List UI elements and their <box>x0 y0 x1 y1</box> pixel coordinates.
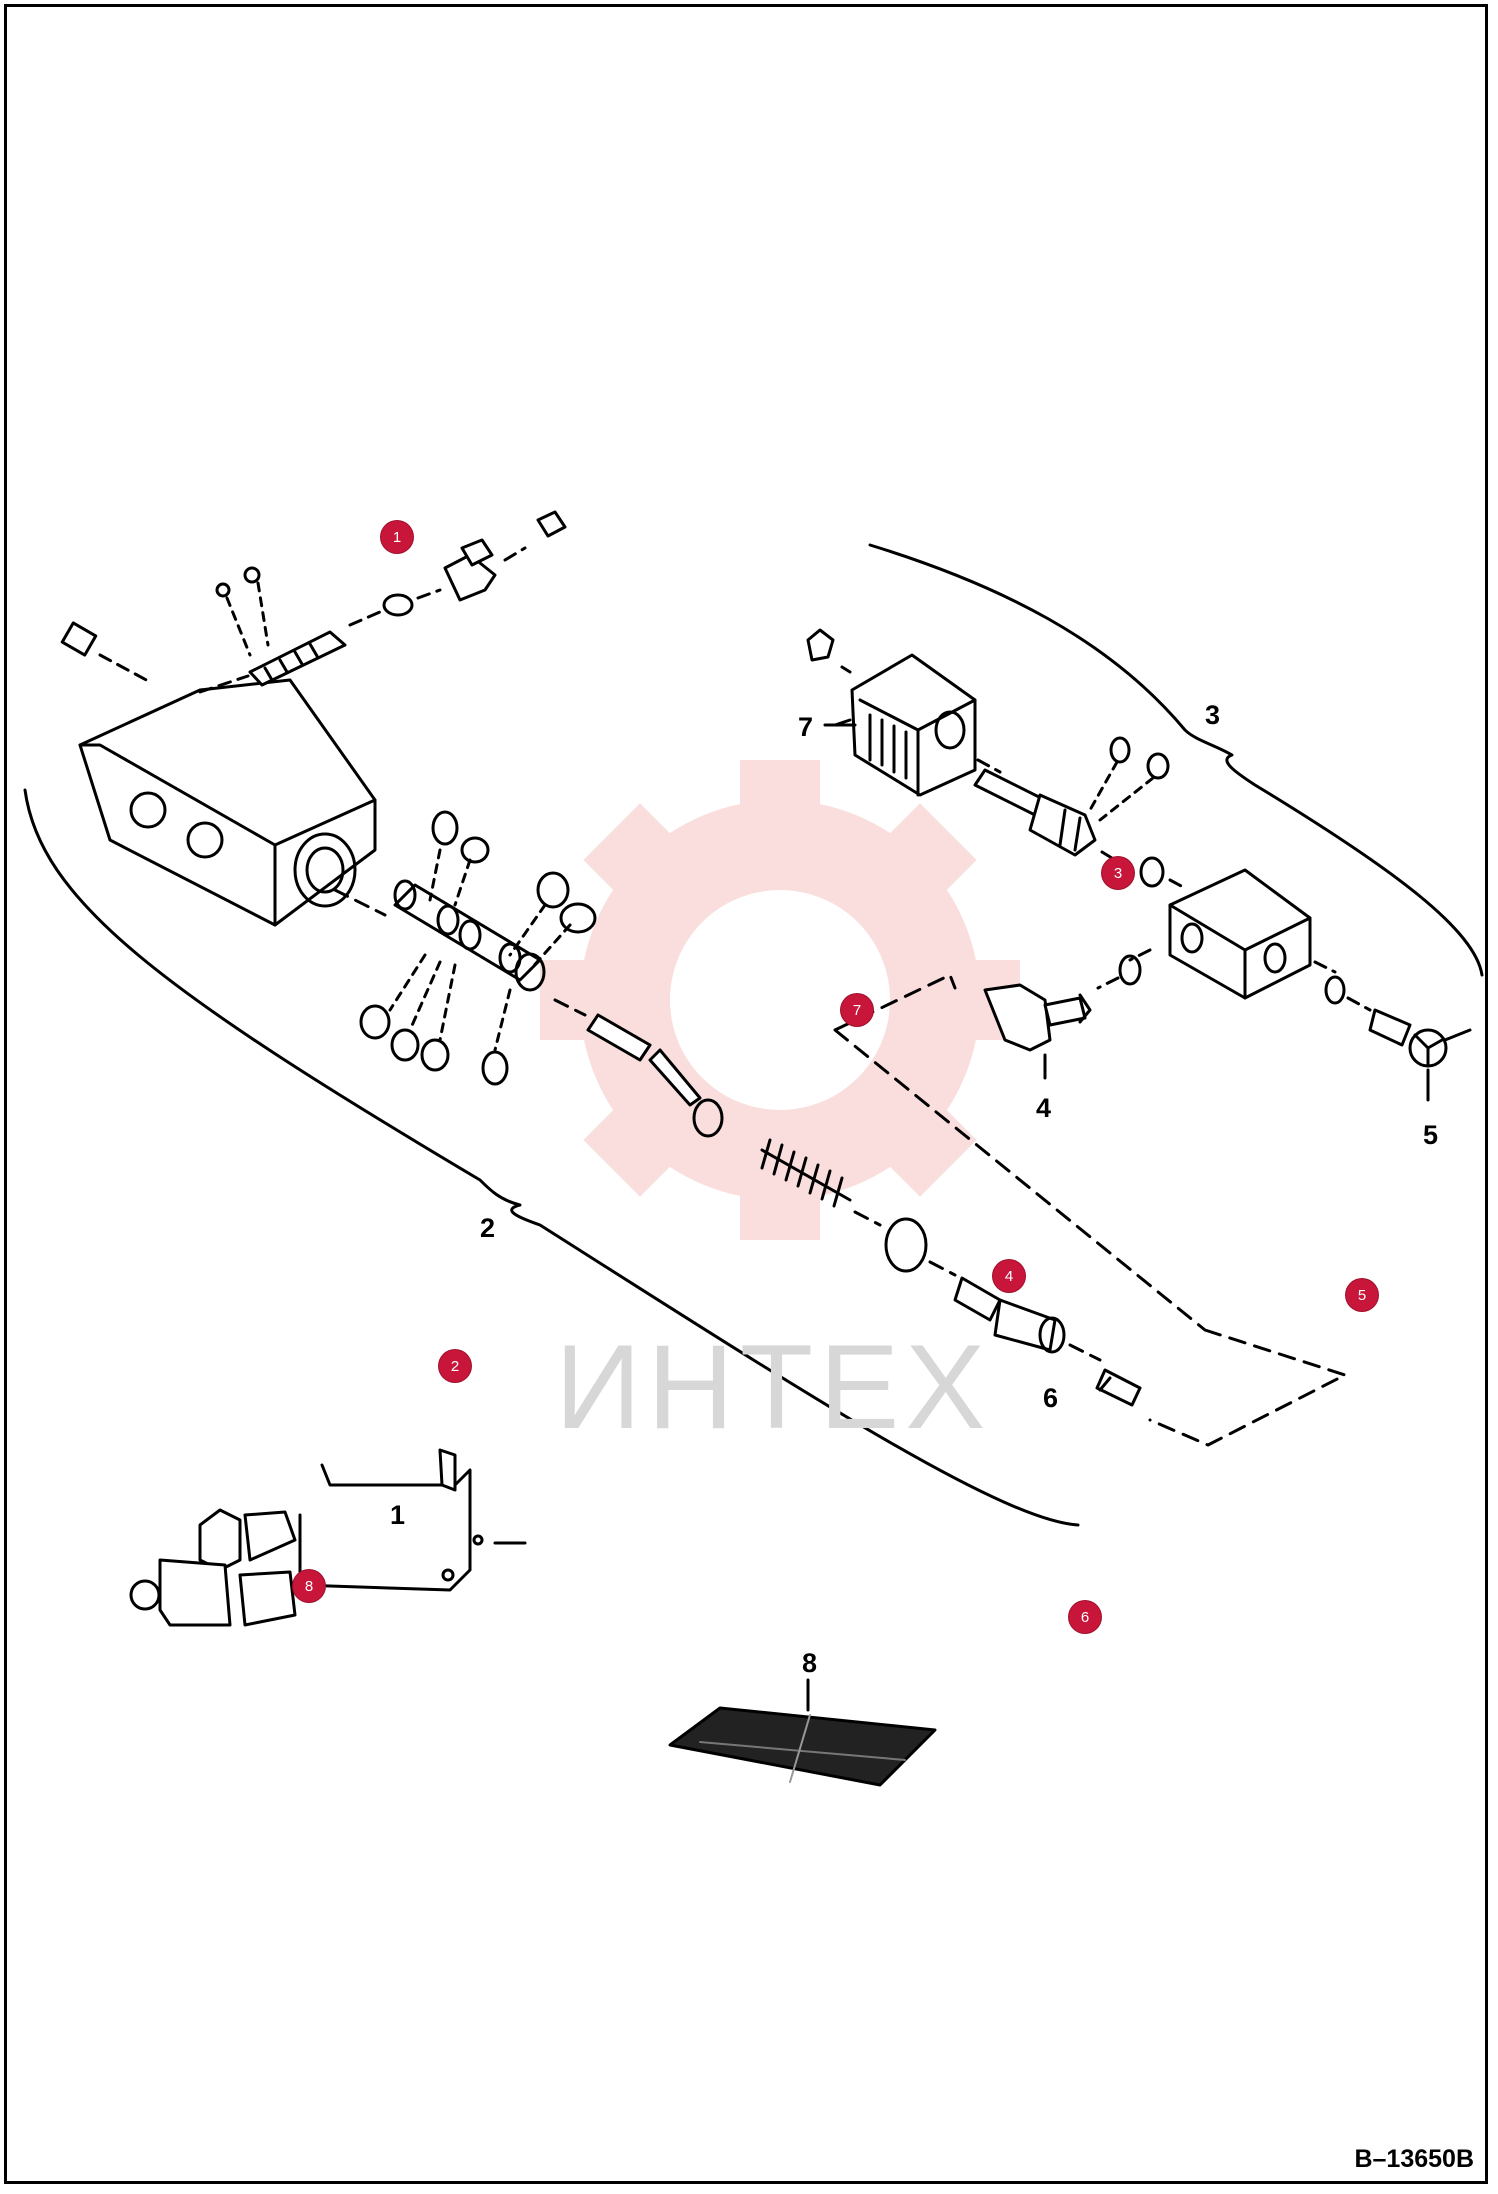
hotspot-marker-1[interactable]: 1 <box>381 521 413 553</box>
hotspot-marker-8[interactable]: 8 <box>293 1570 325 1602</box>
valve-block <box>78 678 377 927</box>
watermark-gear-logo <box>540 760 1020 1240</box>
brace-2 <box>23 788 1080 1527</box>
callout-5: 5 <box>1423 1120 1439 1150</box>
plug-top <box>443 538 497 602</box>
adjuster-screw <box>248 630 347 687</box>
callout-7: 7 <box>798 712 814 742</box>
callout-2: 2 <box>480 1213 496 1243</box>
assembly-view <box>129 1448 484 1627</box>
fitting-5 <box>1368 1008 1472 1068</box>
spring <box>760 1138 852 1208</box>
valve-body-right <box>1168 868 1312 1000</box>
decal <box>668 1706 937 1787</box>
callout-8: 8 <box>802 1648 818 1678</box>
hotspot-marker-3[interactable]: 3 <box>1102 857 1134 889</box>
callout-1: 1 <box>390 1500 406 1530</box>
hotspot-marker-4[interactable]: 4 <box>993 1260 1025 1292</box>
drawing-frame <box>4 4 1488 2184</box>
solenoid-coil <box>850 653 977 797</box>
drawing-number: B–13650B <box>1354 2145 1474 2173</box>
hotspot-marker-2[interactable]: 2 <box>439 1350 471 1382</box>
poppet <box>586 1013 724 1138</box>
hotspot-marker-7[interactable]: 7 <box>841 994 873 1026</box>
callout-6: 6 <box>1043 1383 1059 1413</box>
callout-3: 3 <box>1205 700 1221 730</box>
hotspot-marker-6[interactable]: 6 <box>1069 1601 1101 1633</box>
hotspot-marker-5[interactable]: 5 <box>1346 1279 1378 1311</box>
fitting-6 <box>1095 1368 1142 1407</box>
cartridge-valve <box>973 768 1097 857</box>
spool <box>393 879 546 992</box>
brace-3 <box>868 543 1484 977</box>
fitting-lower <box>953 1276 1066 1354</box>
callout-4: 4 <box>1036 1093 1052 1123</box>
set-screw <box>60 621 98 657</box>
elbow-fitting <box>983 983 1092 1052</box>
watermark-text: ИНТЕХ <box>555 1320 992 1454</box>
